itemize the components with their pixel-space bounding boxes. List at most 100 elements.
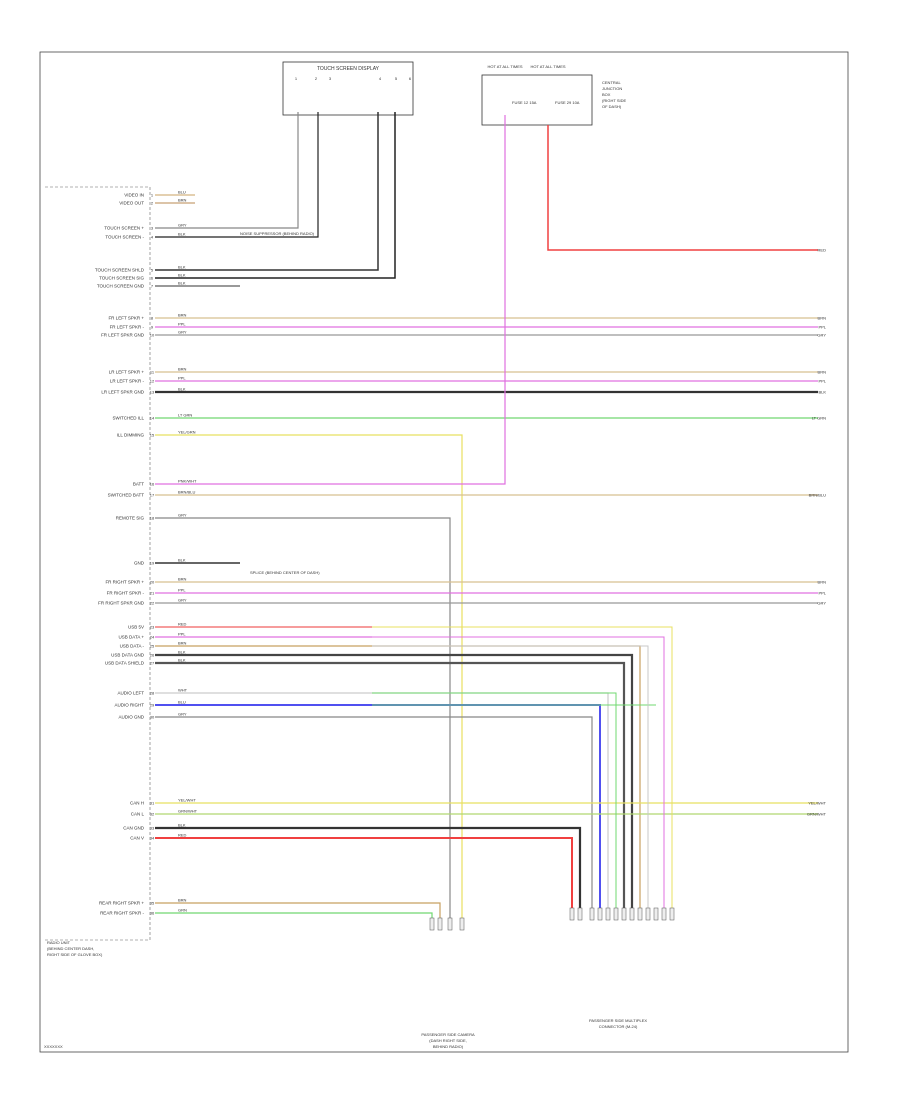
row-wire-code: GRN: [178, 908, 187, 913]
row-pin: 2: [151, 201, 154, 206]
row-wire-code: LT GRN: [178, 413, 192, 418]
wire: [155, 692, 609, 910]
camera-label-line-3: BEHIND RADIO): [433, 1044, 464, 1049]
row-pin: 21: [150, 591, 155, 596]
row-wire-code: BRN: [178, 898, 187, 903]
wire-group: [155, 112, 818, 920]
wire: [547, 125, 818, 251]
row-wire-code: PPL: [178, 588, 186, 593]
row-label: USB DATA SHIELD: [105, 661, 145, 666]
right-wire-tag: PPL: [818, 325, 826, 330]
row-wire-code: GRY: [178, 223, 187, 228]
row-pin: 32: [150, 812, 155, 817]
multiplex-connector-pin: [605, 907, 611, 921]
splice-note: SPLICE (BEHIND CENTER OF DASH): [250, 570, 320, 575]
multiplex-connector-pin: [577, 907, 583, 921]
row-label: CAN GND: [123, 826, 145, 831]
multiplex-connector-pin: [629, 907, 635, 921]
row-pin: 31: [150, 801, 155, 806]
right-wire-tag: YEL/WHT: [808, 801, 826, 806]
row-label: LR LEFT SPKR -: [110, 379, 145, 384]
row-pin: 18: [150, 516, 155, 521]
wire: [155, 434, 463, 920]
central-junction-box-module: HOT AT ALL TIMES HOT AT ALL TIMES FUSE 1…: [481, 64, 626, 126]
row-wire-code: BLK: [178, 273, 186, 278]
row-label: FR LEFT SPKR +: [108, 316, 144, 321]
wire: [155, 112, 299, 229]
wire: [155, 704, 601, 910]
footer-code: XXXXXXX: [44, 1044, 63, 1049]
row-label: SWITCHED BATT: [108, 493, 145, 498]
touch-screen-pin: 1: [295, 76, 298, 81]
multiplex-label-line-2: CONNECTOR (M-24): [599, 1024, 638, 1029]
row-wire-code: PPL: [178, 632, 186, 637]
multiplex-connector-pin: [621, 907, 627, 921]
row-pin: 3: [151, 226, 154, 231]
wire: [372, 645, 649, 910]
row-pin: 20: [150, 580, 155, 585]
row-label: LR LEFT SPKR +: [109, 370, 145, 375]
noise-suppressor-note: NOISE SUPPRESSOR (BEHIND RADIO): [240, 231, 315, 236]
row-label: USB DATA +: [119, 635, 145, 640]
row-label: VIDEO OUT: [119, 201, 144, 206]
row-wire-code: BLU: [178, 700, 186, 705]
radio-unit-title-line-1: RADIO UNIT: [47, 940, 71, 945]
right-wire-tag: GRY: [817, 333, 826, 338]
row-wire-code: BLK: [178, 658, 186, 663]
row-label: USB DATA -: [120, 644, 145, 649]
connector-row: FR RIGHT SPKR + 20 BRN: [105, 577, 186, 585]
row-pin: 10: [150, 333, 155, 338]
row-label: FR RIGHT SPKR GND: [98, 601, 145, 606]
right-wire-tag: BRN: [818, 580, 827, 585]
row-wire-code: BLK: [178, 232, 186, 237]
row-pin: 5: [151, 268, 154, 273]
row-pin: 33: [150, 826, 155, 831]
row-pin: 14: [150, 416, 155, 421]
row-label: FR LEFT SPKR GND: [101, 333, 145, 338]
row-label: CAN H: [130, 801, 144, 806]
row-label: TOUCH SCREEN SHLD: [95, 268, 145, 273]
row-wire-code: PPL: [178, 322, 186, 327]
row-label: ILL DIMMING: [117, 433, 145, 438]
row-pin: 30: [150, 715, 155, 720]
right-wire-tag: PPL: [818, 591, 826, 596]
multiplex-connector-pin: [653, 907, 659, 921]
multiplex-connector-pin: [589, 907, 595, 921]
wire: [155, 837, 573, 910]
multiplex-connector-pin: [645, 907, 651, 921]
row-wire-code: GRY: [178, 513, 187, 518]
wire: [155, 115, 506, 485]
row-label: LR LEFT SPKR GND: [101, 390, 144, 395]
wire: [155, 645, 641, 910]
radio-unit-title-line-2: (BEHIND CENTER DASH,: [47, 946, 94, 951]
row-label: FR RIGHT SPKR +: [105, 580, 144, 585]
row-label: REAR RIGHT SPKR -: [100, 911, 144, 916]
row-wire-code: BRN: [178, 577, 187, 582]
junction-connector-label-2: HOT AT ALL TIMES: [530, 64, 565, 69]
row-label: FR RIGHT SPKR -: [107, 591, 145, 596]
row-label: CAN L: [131, 812, 145, 817]
row-label: TOUCH SCREEN -: [105, 235, 144, 240]
touch-screen-title: TOUCH SCREEN DISPLAY: [317, 66, 380, 72]
multiplex-connector-pin: [669, 907, 675, 921]
bottom-connectors: [429, 907, 675, 931]
row-wire-code: BLK: [178, 650, 186, 655]
row-label: FR LEFT SPKR -: [110, 325, 145, 330]
row-pin: 19: [150, 561, 155, 566]
junction-title-line-5: OF DASH): [602, 104, 622, 109]
